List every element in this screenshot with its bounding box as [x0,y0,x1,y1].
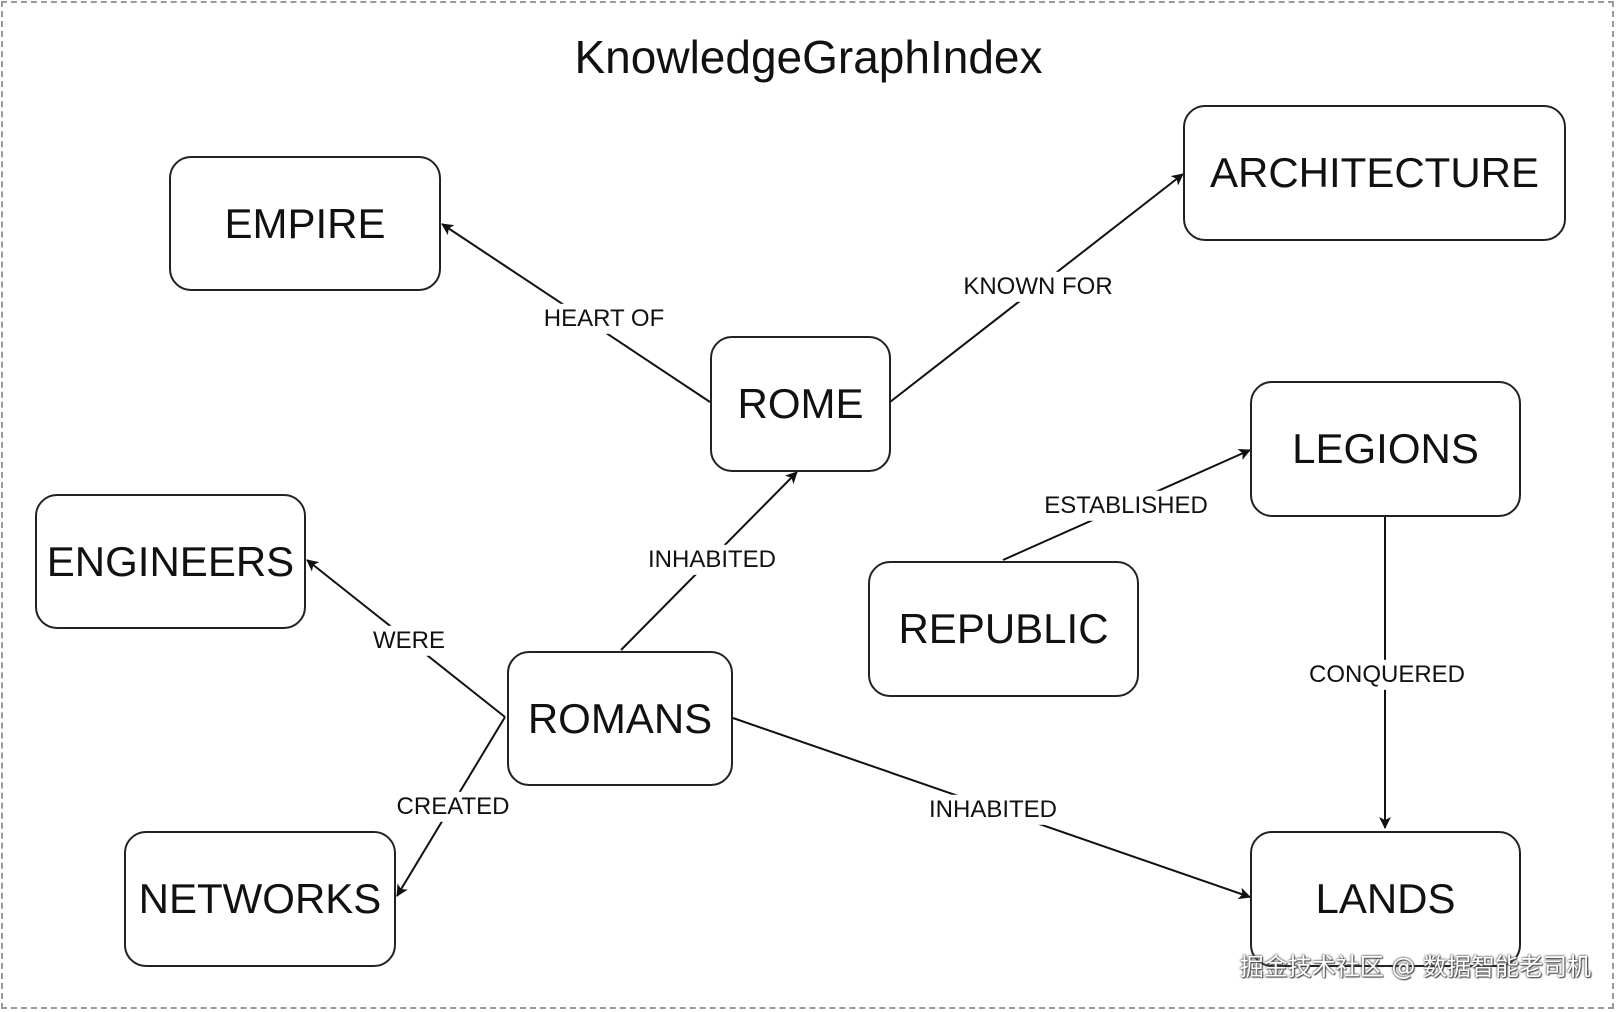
edge-label-inhabited-lands: INHABITED [924,794,1062,826]
node-engineers[interactable]: ENGINEERS [35,494,306,629]
node-rome[interactable]: ROME [710,336,891,472]
diagram-title: KnowledgeGraphIndex [574,31,1043,83]
node-legions[interactable]: LEGIONS [1250,381,1521,517]
edge-label-inhabited-rome: INHABITED [643,544,781,576]
edge-label-created: CREATED [392,791,514,823]
node-lands[interactable]: LANDS [1250,831,1521,967]
node-empire[interactable]: EMPIRE [169,156,441,291]
node-architecture[interactable]: ARCHITECTURE [1183,105,1566,241]
node-republic[interactable]: REPUBLIC [868,561,1139,697]
node-networks[interactable]: NETWORKS [124,831,396,967]
edge-label-heart-of: HEART OF [539,303,669,335]
watermark: 掘金技术社区 @ 数据智能老司机 [1239,953,1591,981]
edge-label-established: ESTABLISHED [1040,490,1212,522]
edge-label-conquered: CONQUERED [1304,659,1470,691]
edge-label-were: WERE [369,625,449,657]
edge-label-known-for: KNOWN FOR [959,271,1117,303]
node-romans[interactable]: ROMANS [507,651,733,786]
